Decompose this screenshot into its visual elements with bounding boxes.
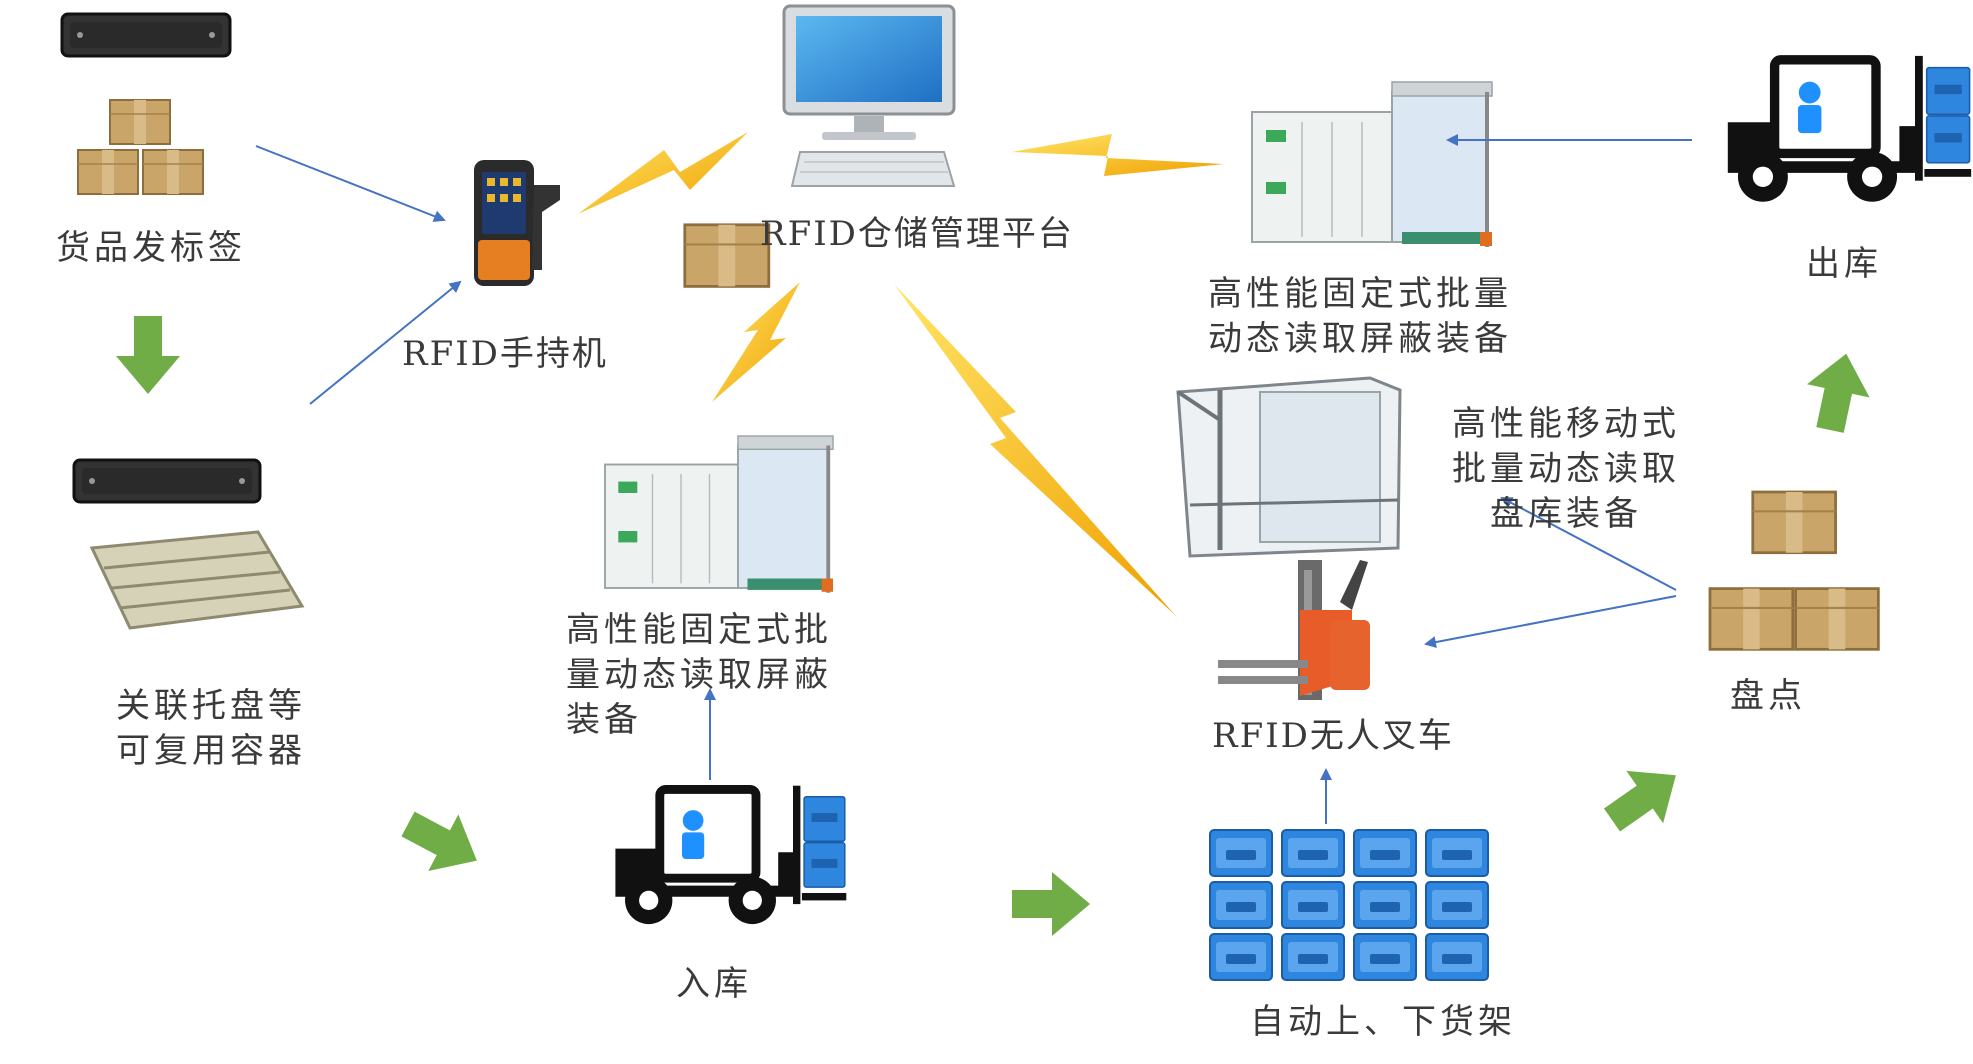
agv-forklift-icon bbox=[1218, 560, 1370, 700]
rfid-tag-icon bbox=[72, 458, 262, 504]
inbound-label: 入库 bbox=[676, 964, 752, 1004]
fixed-portal-mid-label: 高性能固定式批 量动态读取屏蔽 装备 bbox=[566, 608, 832, 743]
pallet-label: 关联托盘等 可复用容器 bbox=[116, 684, 306, 774]
mobile-portal-line1: 高性能移动式 bbox=[1452, 404, 1680, 444]
goods-tag-label: 货品发标签 bbox=[56, 228, 246, 268]
mobile-portal-label: 高性能移动式 批量动态读取 盘库装备 bbox=[1452, 402, 1680, 537]
pallet-line1: 关联托盘等 bbox=[116, 686, 306, 726]
outbound-label: 出库 bbox=[1806, 244, 1882, 284]
cardboard-boxes-icon bbox=[77, 99, 204, 195]
handheld-label: RFID手持机 bbox=[402, 334, 608, 374]
fixed-portal-top-label: 高性能固定式批量 动态读取屏蔽装备 bbox=[1208, 272, 1512, 362]
platform-label: RFID仓储管理平台 bbox=[760, 214, 1074, 254]
flow-arrow bbox=[255, 134, 1692, 824]
lightning-icon bbox=[578, 132, 1224, 616]
fixed-portal-top-line1: 高性能固定式批量 bbox=[1208, 274, 1512, 314]
inventory-label: 盘点 bbox=[1730, 676, 1806, 716]
mobile-portal-line2: 批量动态读取 bbox=[1452, 449, 1680, 489]
agv-forklift-label: RFID无人叉车 bbox=[1212, 716, 1454, 756]
handheld-reader-icon bbox=[474, 160, 560, 286]
fixed-portal-mid-line3: 装备 bbox=[566, 700, 642, 740]
mobile-portal-line3: 盘库装备 bbox=[1490, 494, 1642, 534]
computer-icon bbox=[782, 4, 956, 187]
mobile-portal-icon bbox=[1176, 376, 1402, 558]
rfid-tag-icon bbox=[60, 12, 232, 58]
pallet-icon bbox=[89, 530, 305, 630]
pallet-line2: 可复用容器 bbox=[116, 731, 306, 771]
rfid-portal-icon bbox=[1250, 80, 1494, 249]
rfid-portal-icon bbox=[603, 434, 835, 595]
fixed-portal-top-line2: 动态读取屏蔽装备 bbox=[1208, 319, 1512, 359]
crate-grid-icon bbox=[1209, 829, 1489, 981]
auto-shelf-label: 自动上、下货架 bbox=[1250, 1002, 1516, 1042]
forklift-icon bbox=[1728, 56, 1971, 202]
forklift-icon bbox=[615, 786, 846, 924]
fixed-portal-mid-line1: 高性能固定式批 bbox=[566, 610, 832, 650]
fixed-portal-mid-line2: 量动态读取屏蔽 bbox=[566, 655, 832, 695]
cardboard-boxes-icon bbox=[683, 223, 771, 288]
cardboard-boxes-icon bbox=[1708, 490, 1880, 651]
